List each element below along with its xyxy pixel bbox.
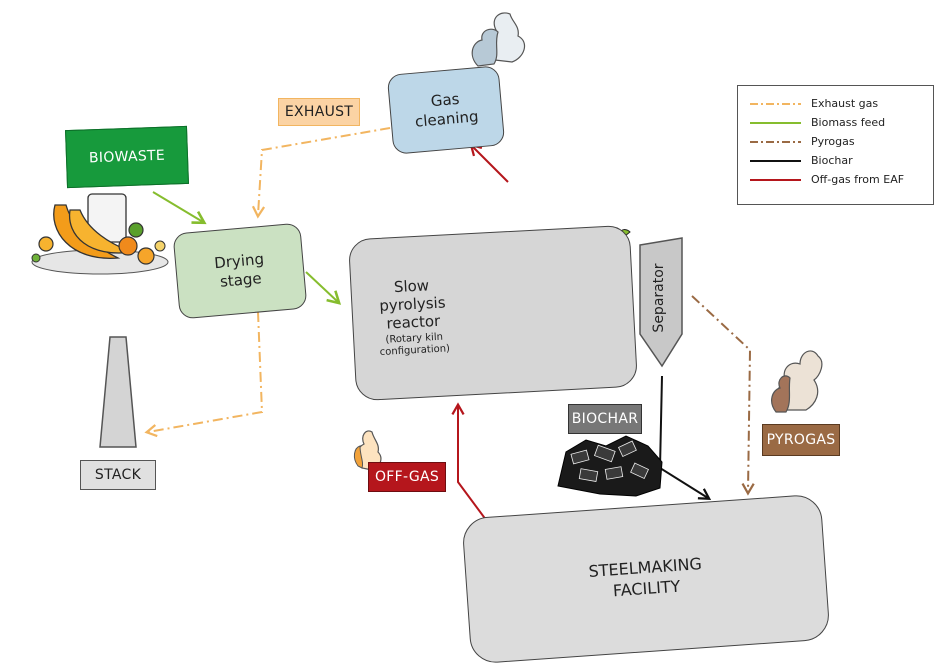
stack-chimney bbox=[99, 336, 137, 448]
biochar-flow bbox=[658, 375, 712, 500]
legend-swatch-biomass-feed bbox=[750, 121, 801, 124]
separator-shape bbox=[639, 237, 683, 368]
separator-label: Separator bbox=[651, 263, 667, 333]
exhaust-tag: EXHAUST bbox=[278, 98, 360, 126]
smoke-gas-cleaning-icon bbox=[471, 12, 526, 67]
gas-cleaning-label: Gas cleaning bbox=[414, 90, 480, 131]
legend-item-biochar: Biochar bbox=[748, 151, 923, 170]
smoke-pyrogas-icon bbox=[771, 350, 823, 413]
gas-cleaning-box: Gas cleaning bbox=[386, 65, 506, 155]
reactor-label: Slow pyrolysis reactor bbox=[378, 275, 446, 333]
legend-item-pyrogas: Pyrogas bbox=[748, 132, 923, 151]
legend-label: Biochar bbox=[811, 154, 853, 167]
offgas-flow-reactor-to-cleaning bbox=[469, 143, 509, 183]
reactor-note: (Rotary kiln configuration) bbox=[379, 331, 451, 358]
legend-swatch-exhaust-gas bbox=[750, 102, 801, 105]
legend-swatch-biochar bbox=[750, 159, 801, 162]
drying-stage-box: Drying stage bbox=[172, 222, 308, 320]
biochar-tag: BIOCHAR bbox=[568, 404, 642, 434]
legend-swatch-pyrogas bbox=[750, 140, 801, 143]
legend-label: Exhaust gas bbox=[811, 97, 879, 110]
legend-item-offgas-eaf: Off-gas from EAF bbox=[748, 170, 923, 189]
pyrogas-tag: PYROGAS bbox=[762, 424, 840, 456]
biowaste-pile-icon bbox=[31, 193, 169, 275]
legend-label: Off-gas from EAF bbox=[811, 173, 905, 186]
legend-item-biomass-feed: Biomass feed bbox=[748, 113, 923, 132]
reactor-box: Slow pyrolysis reactor (Rotary kiln conf… bbox=[347, 224, 639, 402]
biochar-pile-icon bbox=[557, 435, 663, 497]
biomass-flow-biowaste-to-drying bbox=[152, 191, 207, 225]
stack-tag: STACK bbox=[80, 460, 156, 490]
offgas-flow-steel-to-reactor bbox=[451, 402, 496, 533]
exhaust-flow-gas-to-drying bbox=[251, 127, 391, 219]
biowaste-tag: BIOWASTE bbox=[65, 125, 189, 189]
offgas-tag: OFF-GAS bbox=[368, 462, 446, 492]
legend-swatch-offgas-eaf bbox=[750, 178, 801, 181]
legend-label: Pyrogas bbox=[811, 135, 855, 148]
drying-stage-label: Drying stage bbox=[213, 249, 265, 291]
steelmaking-facility-box: STEELMAKING FACILITY bbox=[461, 493, 831, 665]
legend-item-exhaust-gas: Exhaust gas bbox=[748, 94, 923, 113]
exhaust-flow-drying-to-stack bbox=[144, 311, 264, 438]
biomass-flow-drying-to-reactor bbox=[305, 271, 342, 305]
legend-label: Biomass feed bbox=[811, 116, 886, 129]
flame-offgas-icon bbox=[353, 430, 382, 471]
pyrogas-flow bbox=[691, 295, 755, 496]
steelmaking-facility-label: STEELMAKING FACILITY bbox=[587, 554, 703, 601]
legend: Exhaust gas Biomass feed Pyrogas Biochar… bbox=[737, 85, 934, 205]
